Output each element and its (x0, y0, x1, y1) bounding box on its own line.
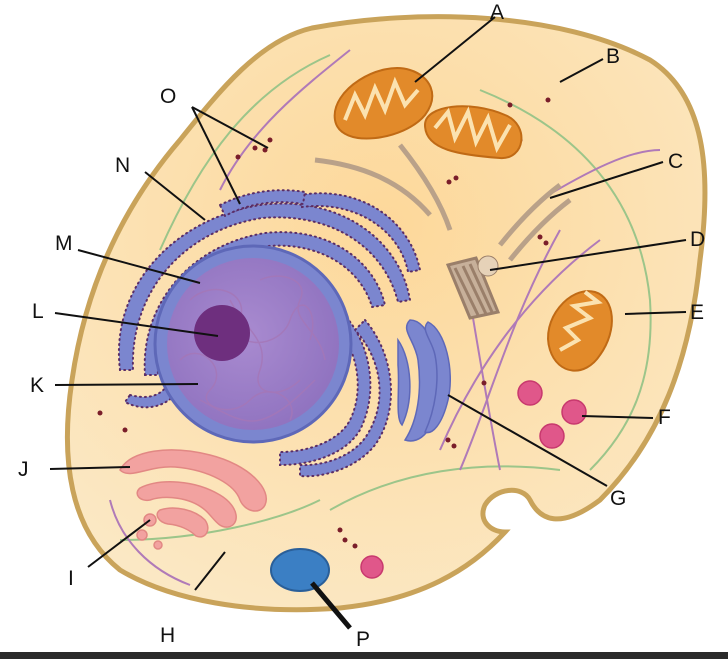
label-h: H (160, 624, 175, 647)
nucleus (153, 244, 353, 444)
label-b: B (606, 45, 620, 68)
label-c: C (668, 150, 683, 173)
leader-lines (49, 16, 687, 630)
label-m: M (55, 232, 73, 255)
label-g: G (610, 487, 626, 510)
centrosome (445, 255, 501, 320)
lysosomes (360, 380, 587, 579)
label-l: L (32, 300, 44, 323)
label-o: O (160, 85, 176, 108)
label-j: J (18, 458, 29, 481)
label-f: F (658, 406, 671, 429)
labels: A B C D E F G H I J K L M N O P (18, 1, 705, 651)
label-k: K (30, 374, 44, 397)
label-e: E (690, 301, 704, 324)
free-ribosomes (97, 97, 551, 549)
label-p: P (356, 628, 370, 651)
label-n: N (115, 154, 130, 177)
smooth-er (119, 449, 267, 538)
bottom-bar (0, 652, 728, 659)
golgi-apparatus (397, 319, 451, 442)
mitochondrion-1 (333, 67, 434, 140)
mitochondria (333, 67, 613, 372)
label-i: I (68, 567, 74, 590)
mitochondrion-2 (423, 105, 523, 160)
nucleolus (194, 305, 250, 361)
cytoskeleton (109, 49, 661, 586)
vacuole (270, 548, 330, 592)
label-d: D (690, 228, 705, 251)
label-a: A (490, 1, 504, 24)
mitochondrion-3 (547, 290, 613, 372)
